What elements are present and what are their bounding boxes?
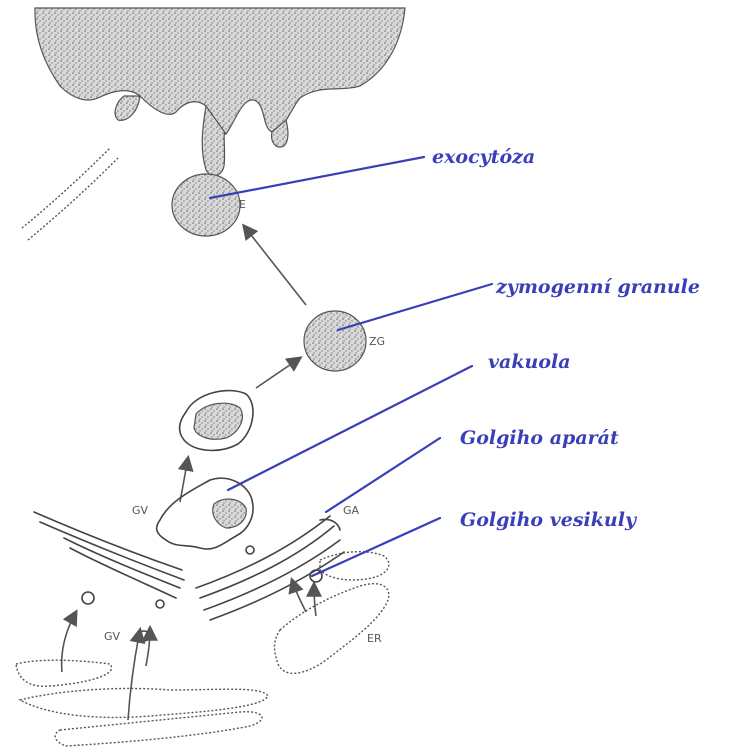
label-GV-top: GV xyxy=(132,504,149,517)
label-GV-bottom: GV xyxy=(104,630,121,643)
endoplasmic-reticulum xyxy=(16,552,389,746)
label-golgi-apparatus: Golgiho aparát xyxy=(460,427,619,449)
label-exocytosis: exocytóza xyxy=(432,146,535,168)
arrow-vacuole-to-zg xyxy=(256,358,300,388)
pointer-vacuole xyxy=(228,366,472,490)
label-golgi-vesicles: Golgiho vesikuly xyxy=(460,509,638,531)
label-vacuole: vakuola xyxy=(488,351,571,373)
condensing-vacuole xyxy=(180,391,253,451)
exocytosis-vesicle xyxy=(172,174,240,236)
golgi-apparatus xyxy=(34,512,344,620)
pointer-golgi xyxy=(326,438,440,512)
pointer-exocytosis xyxy=(210,157,424,198)
plasma-membrane-left xyxy=(22,148,118,240)
label-ZG: ZG xyxy=(369,335,385,348)
er-to-golgi-arrows xyxy=(62,580,316,720)
arrow-zg-to-e xyxy=(244,226,306,305)
zymogen-granule xyxy=(304,311,366,371)
golgi-vacuole xyxy=(157,478,253,549)
golgi-vesicles xyxy=(82,546,322,641)
label-ER: ER xyxy=(367,632,382,645)
label-E: E xyxy=(239,198,246,211)
pointer-zymogen xyxy=(338,284,492,330)
apical-cytoplasm xyxy=(35,8,405,176)
label-zymogen-granule: zymogenní granule xyxy=(495,276,700,298)
label-GA: GA xyxy=(343,504,360,517)
